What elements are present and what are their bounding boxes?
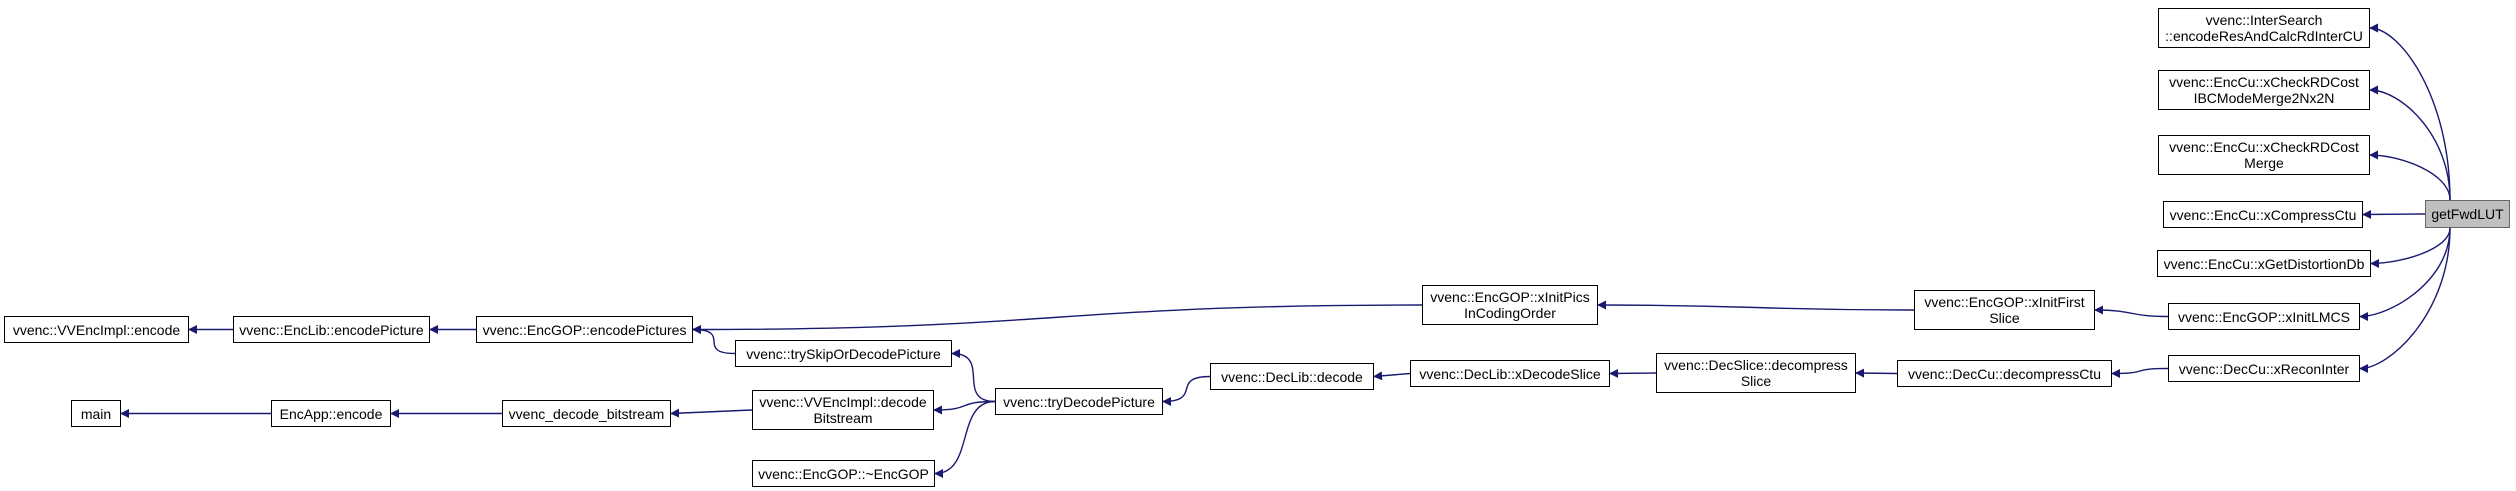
edge-encgop-xinitlmcs-to-getfwdlut <box>2359 227 2451 321</box>
edge-encgop-encodepictures-to-encgop-xinitpicsincodingorder <box>692 304 1423 334</box>
node-getfwdlut: getFwdLUT <box>2425 200 2510 228</box>
node-label: vvenc::DecCu::decompressCtu <box>1908 365 2101 382</box>
node-label: ::encodeResAndCalcRdInterCU <box>2165 28 2363 44</box>
node-label: vvenc::EncLib::encodePicture <box>239 321 424 338</box>
edge-deccu-xreconinter-to-getfwdlut <box>2359 227 2451 373</box>
edge-encu-compressctu-to-getfwdlut <box>2362 209 2426 219</box>
node-deccu-xreconinter[interactable]: vvenc::DecCu::xReconInter <box>2168 355 2360 382</box>
node-label: vvenc::EncGOP::xInitPics <box>1430 289 1590 305</box>
node-label: vvenc::DecLib::decode <box>1221 368 1363 385</box>
node-label: vvenc::EncGOP::encodePictures <box>482 321 687 338</box>
node-label: vvenc::DecLib::xDecodeSlice <box>1419 365 1601 382</box>
node-encu-compressctu[interactable]: vvenc::EncCu::xCompressCtu <box>2163 201 2363 228</box>
node-label: getFwdLUT <box>2431 206 2504 222</box>
node-declib-decode[interactable]: vvenc::DecLib::decode <box>1210 363 1374 390</box>
node-label: vvenc::EncGOP::xInitFirst <box>1924 294 2085 310</box>
edge-intersearch-encode-to-getfwdlut <box>2369 23 2451 201</box>
node-enclib-encodepicture[interactable]: vvenc::EncLib::encodePicture <box>233 316 430 343</box>
node-label: Merge <box>2244 155 2284 171</box>
node-encapp-encode[interactable]: EncApp::encode <box>271 400 391 427</box>
node-label: vvenc::InterSearch <box>2205 12 2323 28</box>
node-label: vvenc::EncGOP::~EncGOP <box>758 465 929 482</box>
edge-encu-getdistortiondb-to-getfwdlut <box>2370 227 2451 268</box>
node-label: vvenc::EncCu::xCheckRDCost <box>2169 139 2359 155</box>
edge-encgop-destructor-to-trydecodepicture <box>934 400 996 478</box>
edge-decslice-decompressslice-to-deccu-decompressctu <box>1855 368 1898 378</box>
node-label: vvenc::VVEncImpl::decode <box>759 394 927 410</box>
node-label: Bitstream <box>813 410 873 426</box>
node-main[interactable]: main <box>71 400 121 427</box>
edge-encgop-encodepictures-to-tryskipordecodepicture <box>692 325 736 355</box>
node-vvencimpl-encode[interactable]: vvenc::VVEncImpl::encode <box>4 316 189 343</box>
edge-trydecodepicture-to-declib-decode <box>1162 375 1211 406</box>
node-label: vvenc_decode_bitstream <box>508 405 665 422</box>
node-label: vvenc::EncCu::xCompressCtu <box>2169 206 2357 223</box>
node-label: EncApp::encode <box>279 405 383 422</box>
node-label: vvenc::trySkipOrDecodePicture <box>746 345 941 362</box>
node-label: vvenc::DecCu::xReconInter <box>2178 360 2350 377</box>
node-label: vvenc::DecSlice::decompress <box>1664 357 1848 373</box>
node-encu-getdistortiondb[interactable]: vvenc::EncCu::xGetDistortionDb <box>2157 250 2371 277</box>
node-intersearch-encode[interactable]: vvenc::InterSearch::encodeResAndCalcRdIn… <box>2158 8 2370 48</box>
node-label: Slice <box>1740 373 1772 389</box>
edge-declib-xdecodeslice-to-decslice-decompressslice <box>1609 368 1657 378</box>
edge-encu-ibcmerge-to-getfwdlut <box>2369 85 2451 201</box>
node-label: IBCModeMerge2Nx2N <box>2193 90 2335 106</box>
edge-encu-merge-to-getfwdlut <box>2369 150 2451 201</box>
node-encgop-encodepictures[interactable]: vvenc::EncGOP::encodePictures <box>476 316 693 343</box>
node-label: vvenc::VVEncImpl::encode <box>12 321 181 338</box>
node-encgop-xinitlmcs[interactable]: vvenc::EncGOP::xInitLMCS <box>2168 303 2360 330</box>
edge-vvenc-decode-bitstream-to-vvencimpl-decodebitstream <box>670 408 753 418</box>
node-label: vvenc::EncCu::xCheckRDCost <box>2169 74 2359 90</box>
node-label: Slice <box>1989 310 2020 326</box>
node-label: InCodingOrder <box>1464 305 1556 321</box>
node-deccu-decompressctu[interactable]: vvenc::DecCu::decompressCtu <box>1897 360 2112 387</box>
edge-encgop-xinitfirstslice-to-encgop-xinitlmcs <box>2094 305 2169 318</box>
node-label: vvenc::EncGOP::xInitLMCS <box>2178 308 2350 325</box>
node-label: main <box>80 405 112 422</box>
edge-declib-decode-to-declib-xdecodeslice <box>1373 371 1411 381</box>
node-label: vvenc::tryDecodePicture <box>1003 393 1155 410</box>
edge-encgop-xinitpicsincodingorder-to-encgop-xinitfirstslice <box>1597 300 1915 311</box>
node-tryskipordecodepicture[interactable]: vvenc::trySkipOrDecodePicture <box>735 340 952 367</box>
edge-vvencimpl-decodebitstream-to-trydecodepicture <box>933 400 996 415</box>
node-encgop-destructor[interactable]: vvenc::EncGOP::~EncGOP <box>752 460 935 487</box>
node-declib-xdecodeslice[interactable]: vvenc::DecLib::xDecodeSlice <box>1410 360 1610 387</box>
edge-deccu-decompressctu-to-deccu-xreconinter <box>2111 367 2169 378</box>
node-vvenc-decode-bitstream[interactable]: vvenc_decode_bitstream <box>502 400 671 427</box>
node-trydecodepicture[interactable]: vvenc::tryDecodePicture <box>995 388 1163 415</box>
node-label: vvenc::EncCu::xGetDistortionDb <box>2163 255 2365 272</box>
edge-tryskipordecodepicture-to-trydecodepicture <box>951 349 996 403</box>
